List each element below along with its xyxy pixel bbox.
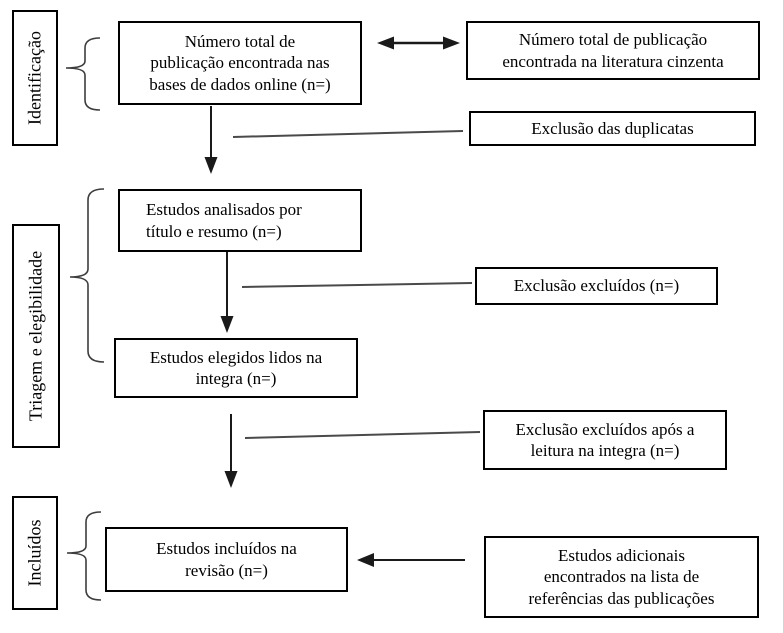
box-text-line: referências das publicações [528, 588, 715, 608]
box-text-line: Número total de [184, 31, 296, 51]
brace-triagem-icon [69, 188, 105, 363]
left-arrow-icon [357, 553, 465, 567]
box-text-line: Estudos adicionais [557, 545, 685, 565]
stage-label-text: Triagem e elegibilidade [25, 250, 46, 422]
box-duplicates-exclusion: Exclusão das duplicatas [469, 111, 756, 146]
stage-label-triagem: Triagem e elegibilidade [12, 224, 60, 448]
box-excluded-after-full-text: Exclusão excluídos após a leitura na int… [483, 410, 727, 470]
down-arrow-icon [220, 252, 234, 333]
box-text-line: título e resumo (n=) [146, 221, 282, 241]
box-text-line: Exclusão excluídos após a [515, 419, 695, 439]
connector-excluded-fulltext-line [244, 431, 481, 439]
box-text-line: Exclusão excluídos (n=) [513, 276, 680, 296]
box-full-text-read: Estudos elegidos lidos na integra (n=) [114, 338, 358, 398]
box-included-in-review: Estudos incluídos na revisão (n=) [105, 527, 348, 592]
box-excluded: Exclusão excluídos (n=) [475, 267, 718, 305]
box-additional-from-references: Estudos adicionais encontrados na lista … [484, 536, 759, 618]
box-text-line: bases de dados online (n=) [149, 74, 331, 94]
stage-label-text: Identificação [24, 31, 45, 125]
stage-label-incluidos: Incluídos [12, 496, 58, 610]
double-arrow-icon [377, 36, 460, 50]
box-text-line: revisão (n=) [185, 560, 268, 580]
box-text-line: Estudos incluídos na [156, 539, 297, 558]
box-text-line: Estudos elegidos lidos na [149, 347, 323, 367]
box-text-line: publicação encontrada nas [150, 53, 330, 73]
box-text-line: leitura na integra (n=) [530, 441, 680, 460]
box-text-line: Número total de publicação [518, 30, 708, 49]
box-text-line: Estudos analisados por [146, 200, 302, 219]
stage-label-identificacao: Identificação [12, 10, 58, 146]
box-grey-literature-total: Número total de publicação encontrada na… [466, 21, 760, 80]
down-arrow-icon [224, 414, 238, 488]
down-arrow-icon [204, 106, 218, 174]
box-databases-total: Número total de publicação encontrada na… [118, 21, 362, 105]
box-text-line: encontrados na lista de [543, 567, 700, 587]
box-title-abstract-screened: Estudos analisados por título e resumo (… [118, 189, 362, 252]
brace-identificacao-icon [65, 37, 101, 111]
box-text-line: Exclusão das duplicatas [531, 118, 694, 138]
connector-excluded-line [241, 282, 473, 288]
stage-label-text: Incluídos [24, 519, 45, 587]
brace-incluidos-icon [66, 511, 102, 601]
box-text-line: encontrada na literatura cinzenta [502, 51, 724, 71]
connector-duplicates-line [232, 130, 464, 138]
box-text-line: integra (n=) [195, 369, 277, 388]
